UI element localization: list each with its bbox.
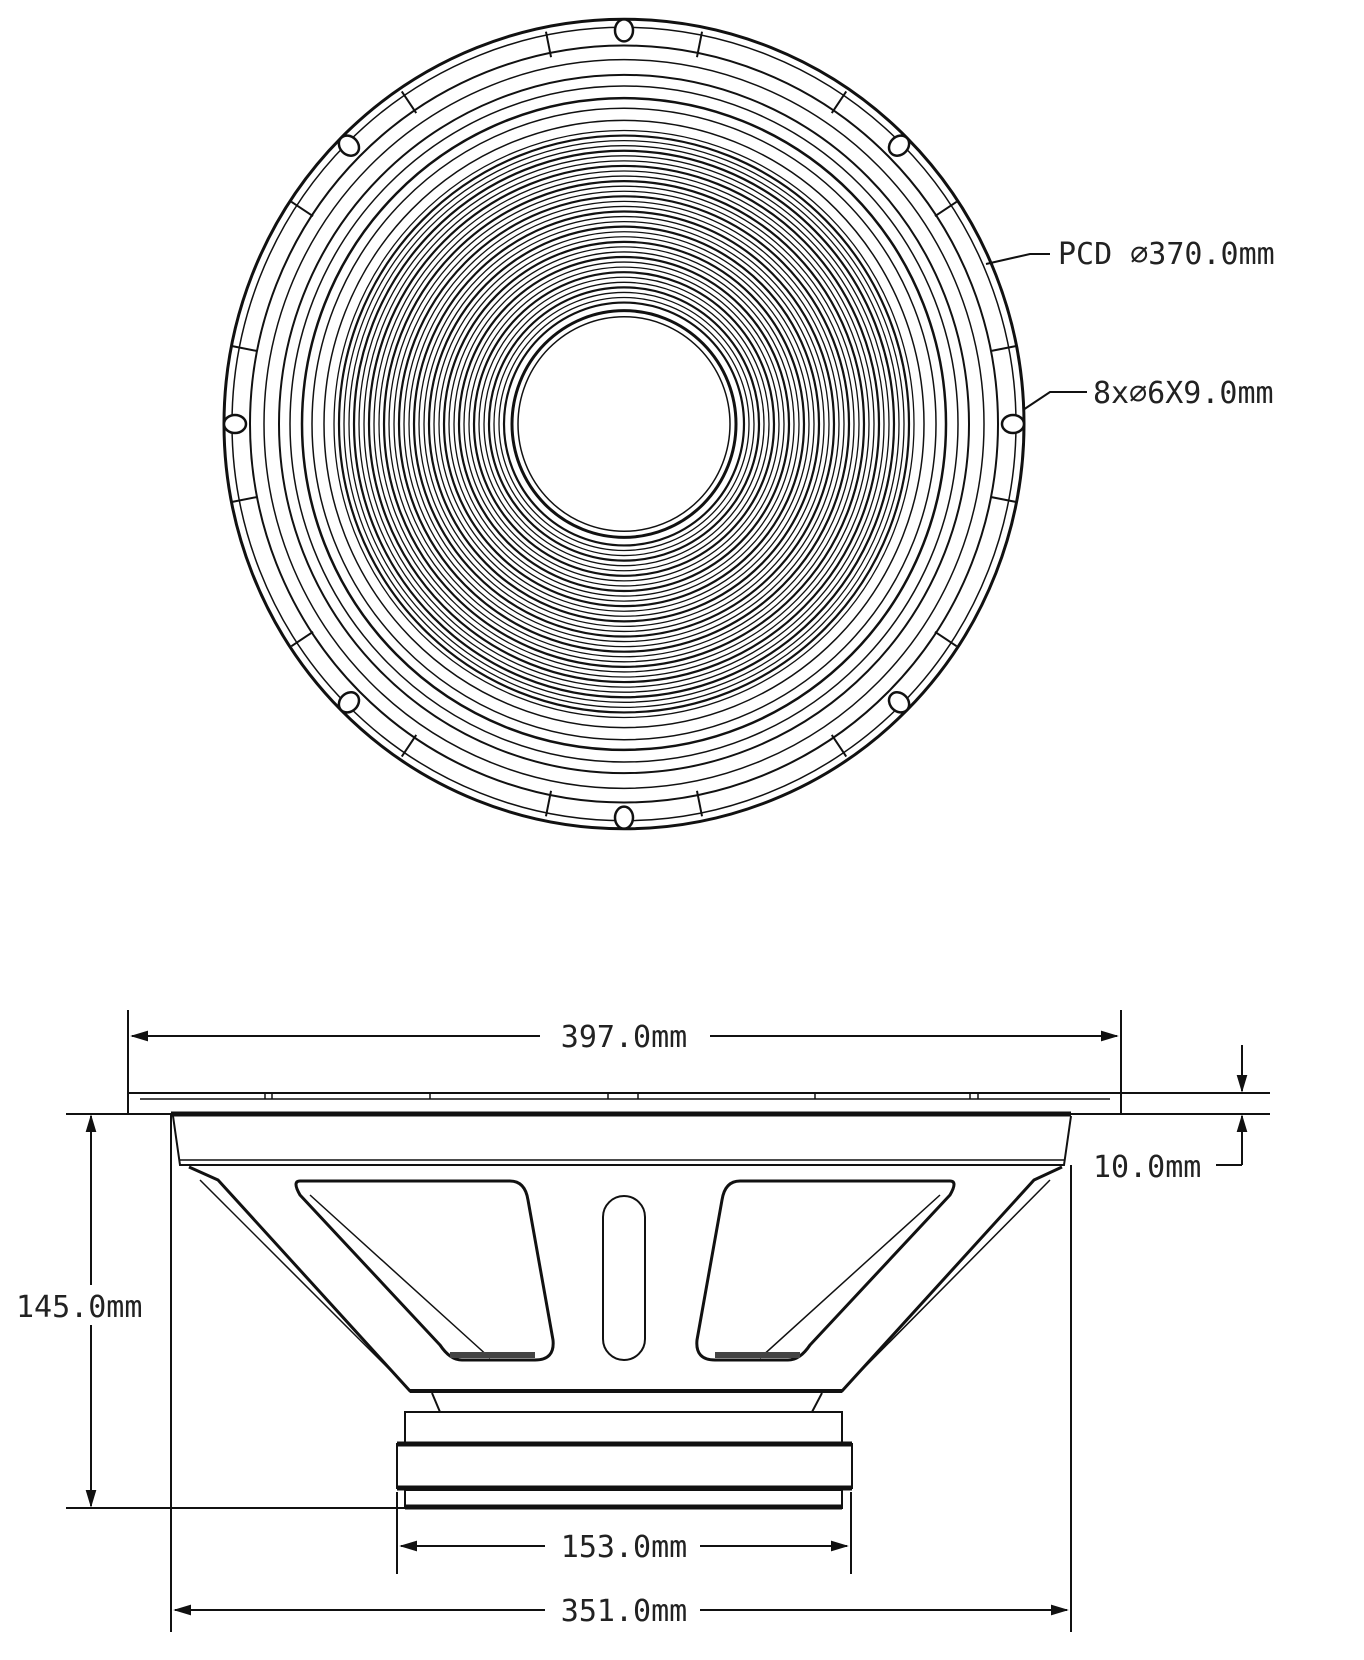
cone-ring (388, 185, 860, 663)
cone-ring (403, 200, 845, 648)
cone-ring (373, 170, 875, 678)
dust-cap-edge (510, 309, 738, 539)
frame-rib (990, 495, 1017, 504)
frame-rib (830, 734, 848, 758)
surround-ring (323, 119, 925, 729)
cone-ring (408, 205, 840, 643)
cone-ring (423, 220, 825, 628)
mounting-hole (887, 134, 911, 157)
basket-window-right (695, 1179, 956, 1362)
frame-rib (231, 344, 258, 353)
cone-ring (418, 215, 830, 633)
top-plate (404, 1411, 843, 1445)
pcd-callout: PCD ⌀370.0mm (985, 237, 1275, 272)
cone-ring (358, 155, 890, 693)
basket-diameter-label: 351.0mm (561, 1594, 687, 1629)
frame-rib (544, 790, 553, 817)
frame-rib (290, 200, 314, 218)
cone-ring (393, 190, 855, 658)
cone-ring (367, 164, 881, 684)
frame-ring (263, 58, 985, 790)
basket-slot (602, 1195, 646, 1361)
cone-ring (498, 296, 750, 552)
basket-window-left (294, 1179, 555, 1362)
cone-ring (493, 291, 755, 557)
frame-rib (934, 630, 958, 648)
cone-ring (382, 180, 866, 668)
frame-rib (290, 630, 314, 648)
magnet-diameter-label: 153.0mm (561, 1530, 687, 1565)
cone-ring (463, 261, 785, 587)
mounting-hole (337, 134, 361, 157)
mounting-holes-label: 8x⌀6X9.0mm (1093, 376, 1274, 411)
dimension-lines (66, 1010, 1270, 1632)
cone-ring (433, 231, 815, 617)
frame-rib (990, 344, 1017, 353)
cone-ring (472, 271, 776, 577)
cone-ring (478, 276, 770, 572)
cone-ring (457, 255, 791, 593)
cone-ring (483, 281, 765, 567)
frame-ring (249, 44, 999, 804)
frame-rib (934, 200, 958, 218)
cone-ring (397, 195, 851, 653)
mounting-hole (1000, 413, 1026, 435)
basket-cone (188, 1165, 1063, 1393)
overall-diameter-label: 397.0mm (561, 1020, 687, 1055)
frame-rib (695, 790, 704, 817)
cone-ring (453, 251, 795, 597)
magnet (396, 1443, 853, 1489)
cone-ring (468, 266, 780, 582)
mounting-hole (887, 691, 911, 714)
cone-ring (438, 236, 810, 612)
frame-rib (400, 734, 418, 758)
flange (127, 1092, 1122, 1115)
cone-ring (427, 225, 821, 623)
cone-ring (352, 149, 896, 699)
mounting-hole (613, 805, 635, 830)
surround-outer-ring (278, 73, 970, 775)
mounting-hole (613, 18, 635, 43)
cone-ring (502, 301, 746, 547)
cone-ring (442, 240, 806, 608)
cone-ring (363, 160, 885, 688)
speaker-side-view (127, 1092, 1122, 1510)
pcd-label: PCD ⌀370.0mm (1058, 237, 1275, 272)
cone-ring (343, 139, 905, 709)
mounting-hole (337, 691, 361, 714)
mounting-hole (222, 413, 248, 435)
pcd-leader-line (985, 253, 1050, 265)
frame-rib (400, 90, 418, 114)
cone-ring (333, 129, 915, 719)
holes-leader-line (1022, 391, 1087, 411)
surround-ring (300, 96, 948, 752)
surround-ring (311, 107, 937, 741)
cone-ring (378, 175, 870, 673)
mounting-holes-callout: 8x⌀6X9.0mm (1022, 376, 1274, 411)
basket-rim (172, 1115, 1072, 1166)
dust-cap-ring (517, 315, 731, 533)
frame-rib (695, 31, 704, 58)
frame-rib (830, 90, 848, 114)
cone-ring (337, 134, 911, 714)
frame-rib (231, 495, 258, 504)
frame-rib (544, 31, 553, 58)
speaker-top-view (222, 17, 1026, 831)
cone-ring (348, 145, 900, 703)
depth-label: 145.0mm (16, 1290, 142, 1325)
cone-ring (412, 210, 836, 638)
cone-ring (487, 286, 761, 562)
flange-thickness-label: 10.0mm (1093, 1150, 1201, 1185)
cone-ring (448, 246, 800, 602)
surround-ring (289, 85, 959, 763)
